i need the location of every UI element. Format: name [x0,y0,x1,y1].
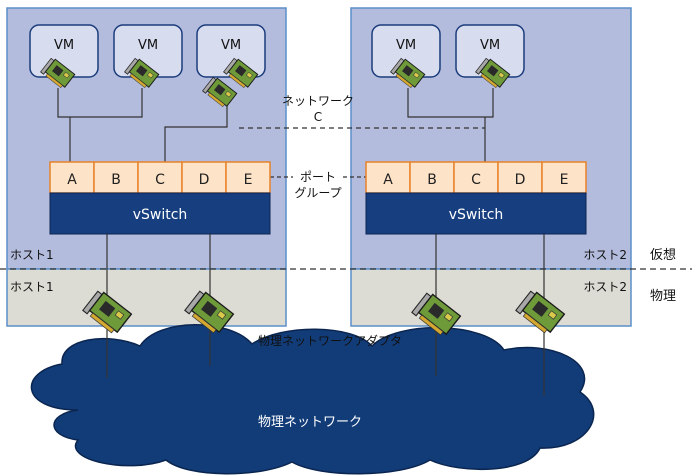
vm-label: VM [396,38,416,53]
port-label: B [111,172,121,188]
vswitch-label: vSwitch [133,207,188,223]
port-label: E [560,172,569,188]
host2-port-c[interactable]: C [453,161,499,194]
vm-label: VM [138,38,158,53]
port-label: A [67,172,77,188]
host1-port-a[interactable]: A [49,161,95,194]
port-group-label-line2: グループ [294,186,341,200]
virtual-label: 仮想 [650,247,676,263]
host2-vm-1[interactable]: VM [371,24,441,78]
nic-card-icon [475,57,511,89]
host2-physical-panel [350,268,632,327]
virtual-connection-lines [57,88,494,178]
network-c-label-line2: C [314,110,322,124]
host1-virtual-label: ホスト1 [10,248,54,262]
port-label: A [383,172,393,188]
physical-label: 物理 [650,289,676,304]
host2-port-a[interactable]: A [365,161,411,194]
network-c-label-line1: ネットワーク [282,94,354,108]
port-label: C [471,172,481,188]
physical-adapter-label: 物理ネットワークアダプタ [258,333,402,348]
physical-nic-icons [82,290,566,336]
host2-port-groups: A B C D E [365,161,587,194]
nic-card-icon [515,290,566,334]
port-label: C [155,172,165,188]
nic-card-icon [184,290,235,334]
host2-port-e[interactable]: E [541,161,587,194]
port-group-label-line1: ポート [300,170,336,184]
host1-port-c[interactable]: C [137,161,183,194]
host2-physical-label: ホスト2 [583,280,627,294]
vm-label: VM [54,38,74,53]
nic-card-icon [124,57,160,89]
host1-physical-label: ホスト1 [10,280,54,294]
host1-port-groups: A B C D E [49,161,271,194]
port-label: B [427,172,437,188]
host1-vswitch[interactable]: vSwitch [49,192,271,235]
nic-card-icon [40,57,76,89]
nic-card-icon [202,76,238,108]
vm-label: VM [221,38,241,53]
port-label: D [515,172,526,188]
vswitch-label: vSwitch [449,207,504,223]
vm-label: VM [480,38,500,53]
host2-port-d[interactable]: D [497,161,543,194]
host2-virtual-label: ホスト2 [583,248,627,262]
host1-port-e[interactable]: E [225,161,271,194]
nic-card-icon [223,57,259,89]
nic-card-icon [411,292,462,336]
host2-port-b[interactable]: B [409,161,455,194]
host2-vswitch[interactable]: vSwitch [365,192,587,235]
host1-port-b[interactable]: B [93,161,139,194]
nic-card-icon [390,57,426,89]
vm-nic-icons [40,57,511,108]
nic-card-icon [82,290,133,334]
host1-port-d[interactable]: D [181,161,227,194]
host1-physical-panel [6,268,287,327]
physical-network-cloud[interactable]: 物理ネットワーク [30,324,595,475]
port-label: E [244,172,253,188]
port-label: D [199,172,210,188]
physical-network-label: 物理ネットワーク [258,415,362,430]
